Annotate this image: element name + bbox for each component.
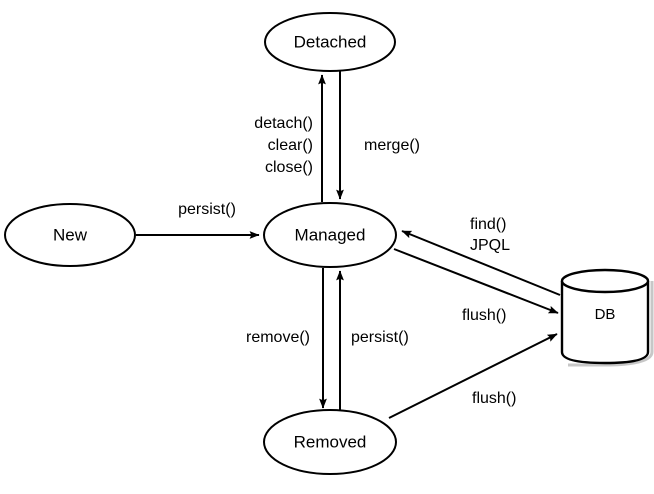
node-managed-label: Managed <box>295 225 366 244</box>
edge-managed-to-detached: detach() clear() close() <box>254 74 326 202</box>
edge-managed-to-removed: remove() <box>246 268 327 409</box>
edge-label-clear: clear() <box>268 137 313 154</box>
edge-removed-to-db: flush() <box>388 333 558 419</box>
edge-label-persist-new: persist() <box>178 201 236 218</box>
node-managed-ellipse <box>263 202 397 268</box>
node-detached-ellipse <box>264 12 396 72</box>
edge-label-merge: merge() <box>364 137 420 154</box>
node-detached[interactable]: Detached <box>264 12 396 72</box>
node-db-body <box>560 281 650 365</box>
edge-label-persist-removed: persist() <box>351 329 409 346</box>
edge-label-remove: remove() <box>246 329 310 346</box>
node-managed[interactable]: Managed <box>263 202 397 268</box>
node-db-shadow <box>568 281 654 367</box>
node-new[interactable]: New <box>4 203 136 267</box>
edge-label-jpql: JPQL <box>470 237 510 254</box>
node-db[interactable]: DB <box>560 268 654 367</box>
edge-new-to-managed: persist() <box>136 201 260 239</box>
edge-detached-to-managed: merge() <box>336 71 420 200</box>
node-db-label: DB <box>595 306 616 323</box>
edge-managed-to-db-line <box>393 248 559 314</box>
node-removed[interactable]: Removed <box>263 409 397 475</box>
edge-managed-to-db: flush() <box>393 248 559 324</box>
edge-label-close: close() <box>265 159 313 176</box>
node-db-top-ellipse <box>560 268 650 294</box>
edge-label-flush-removed: flush() <box>472 390 516 407</box>
edge-db-to-managed: find() JPQL <box>401 216 561 296</box>
edge-label-find: find() <box>470 216 506 233</box>
edge-removed-to-db-line <box>388 333 558 419</box>
edge-label-flush-managed: flush() <box>462 307 506 324</box>
node-new-ellipse <box>4 203 136 267</box>
node-new-label: New <box>53 225 88 244</box>
edge-removed-to-managed: persist() <box>336 270 409 412</box>
node-removed-ellipse <box>263 409 397 475</box>
node-removed-label: Removed <box>294 432 367 451</box>
node-detached-label: Detached <box>294 32 367 51</box>
edge-db-to-managed-line <box>401 230 561 296</box>
edge-label-detach: detach() <box>254 115 313 132</box>
